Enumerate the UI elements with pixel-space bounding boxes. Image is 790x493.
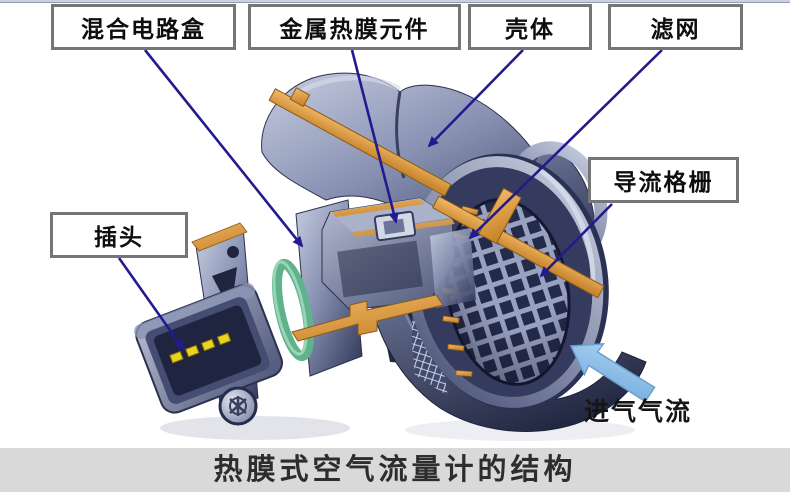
- leader-line-plug: [117, 257, 186, 352]
- callout-label: 滤网: [650, 16, 701, 42]
- leader-line-housing: [427, 49, 524, 148]
- seal-ring: [271, 258, 315, 362]
- top-border-strip: [0, 0, 790, 3]
- callout-flow-straightener-grid: 导流格栅: [588, 157, 739, 203]
- callout-metal-hot-film-element: 金属热膜元件: [248, 4, 461, 50]
- leader-line-metal-hot-film-element: [350, 49, 399, 224]
- callout-housing: 壳体: [468, 4, 592, 50]
- diagram-title: 热膜式空气流量计的结构: [213, 454, 577, 486]
- callout-filter-screen: 滤网: [608, 4, 743, 50]
- callout-label: 混合电路盒: [81, 16, 206, 42]
- leader-line-hybrid-circuit-box: [143, 49, 304, 248]
- airflow-arrow-icon: [569, 343, 656, 403]
- housing-cut-surface-top: [268, 87, 605, 299]
- leader-line-filter-screen: [468, 49, 663, 240]
- callout-label: 金属热膜元件: [279, 16, 430, 42]
- caption-band: 热膜式空气流量计的结构: [0, 448, 790, 492]
- airflow-label: 进气气流: [584, 398, 693, 426]
- callout-label: 壳体: [505, 16, 555, 42]
- screw: [218, 386, 258, 426]
- connector-plug: [134, 283, 283, 414]
- callout-hybrid-circuit-box: 混合电路盒: [51, 4, 236, 50]
- callout-plug: 插头: [50, 212, 188, 258]
- plug-pins: [169, 332, 232, 364]
- callout-label: 导流格栅: [613, 169, 714, 195]
- housing-cut-surface-lower: [291, 294, 444, 342]
- leader-line-flow-straightener-grid: [539, 203, 613, 278]
- callout-label: 插头: [94, 224, 144, 250]
- flange-cut-surface: [191, 222, 248, 252]
